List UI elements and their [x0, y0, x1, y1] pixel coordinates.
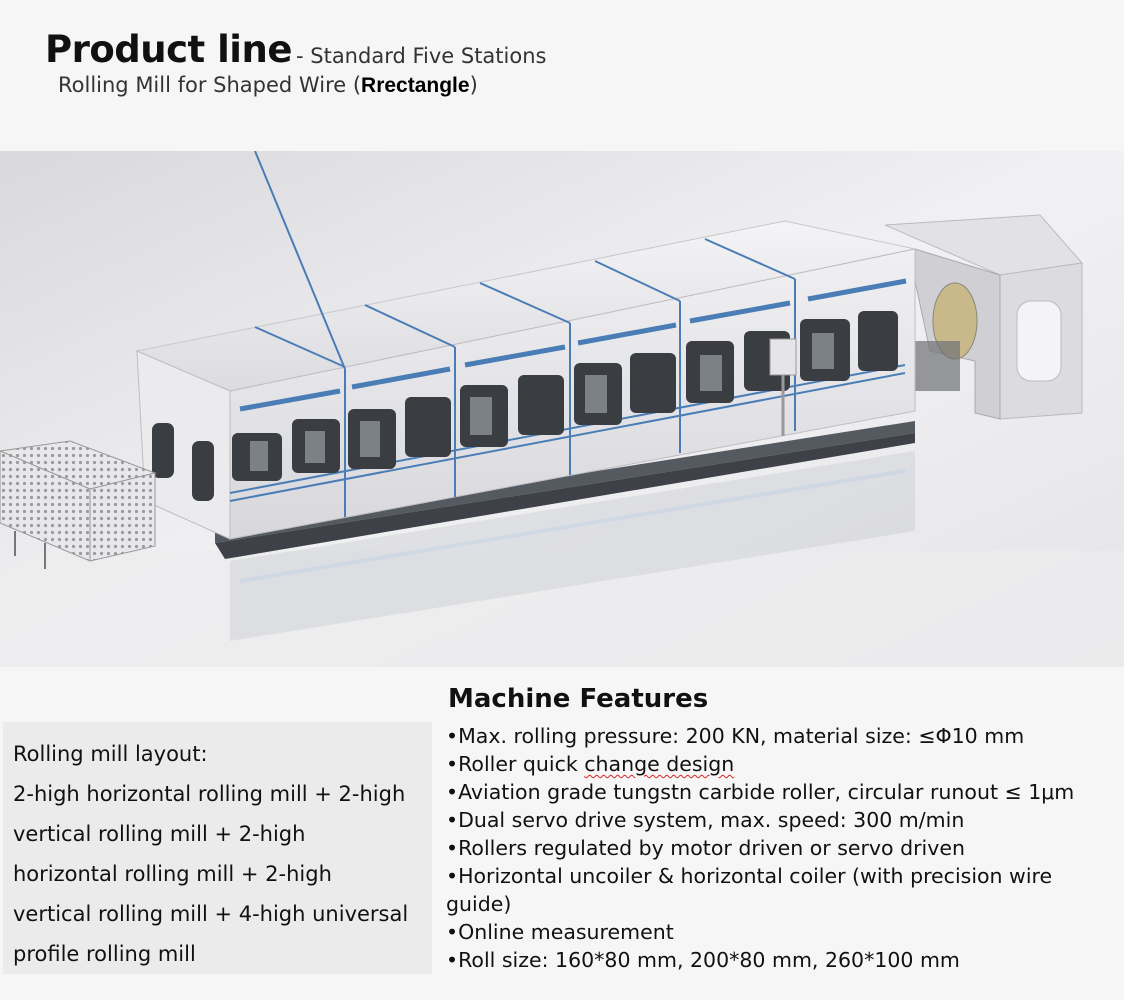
feature-item: •Horizontal uncoiler & horizontal coiler… [446, 864, 1053, 916]
rolling-mill-render-image [0, 151, 1124, 667]
bullet-icon: • [446, 948, 459, 972]
feature-item: •Online measurement [446, 920, 674, 944]
feature-item: •Roll size: 160*80 mm, 200*80 mm, 260*10… [446, 948, 960, 972]
layout-line: vertical rolling mill + 2-high [13, 822, 306, 846]
layout-line: vertical rolling mill + 4-high universal [13, 902, 409, 926]
bullet-icon: • [446, 780, 459, 804]
feature-item: •Rollers regulated by motor driven or se… [446, 836, 965, 860]
rolling-mill-layout-box: Rolling mill layout: 2-high horizontal r… [3, 722, 432, 974]
product-name-shape: Rrectangle [361, 74, 470, 97]
page-subtitle: - Standard Five Stations [296, 44, 547, 68]
layout-line: Rolling mill layout: [13, 742, 208, 766]
product-name: Rolling Mill for Shaped Wire (Rrectangle… [58, 73, 478, 98]
bullet-icon: • [446, 920, 459, 944]
product-name-prefix: Rolling Mill for Shaped Wire ( [58, 73, 362, 97]
features-heading: Machine Features [448, 684, 709, 714]
feature-item: •Roller quick change design [446, 752, 735, 776]
layout-line: profile rolling mill [13, 942, 196, 966]
bullet-icon: • [446, 836, 459, 860]
feature-item: •Aviation grade tungstn carbide roller, … [446, 780, 1075, 804]
rolling-mill-render-icon [0, 151, 1124, 667]
bullet-icon: • [446, 724, 459, 748]
bullet-icon: • [446, 808, 459, 832]
product-name-suffix: ) [469, 73, 478, 97]
feature-item: •Max. rolling pressure: 200 KN, material… [446, 724, 1025, 748]
layout-line: horizontal rolling mill + 2-high [13, 862, 332, 886]
bullet-icon: • [446, 864, 459, 888]
spellcheck-underline: change design [584, 752, 735, 776]
bullet-icon: • [446, 752, 459, 776]
layout-line: 2-high horizontal rolling mill + 2-high [13, 782, 406, 806]
page-title: Product line [45, 28, 292, 71]
features-list: •Max. rolling pressure: 200 KN, material… [446, 722, 1106, 974]
feature-item: •Dual servo drive system, max. speed: 30… [446, 808, 965, 832]
